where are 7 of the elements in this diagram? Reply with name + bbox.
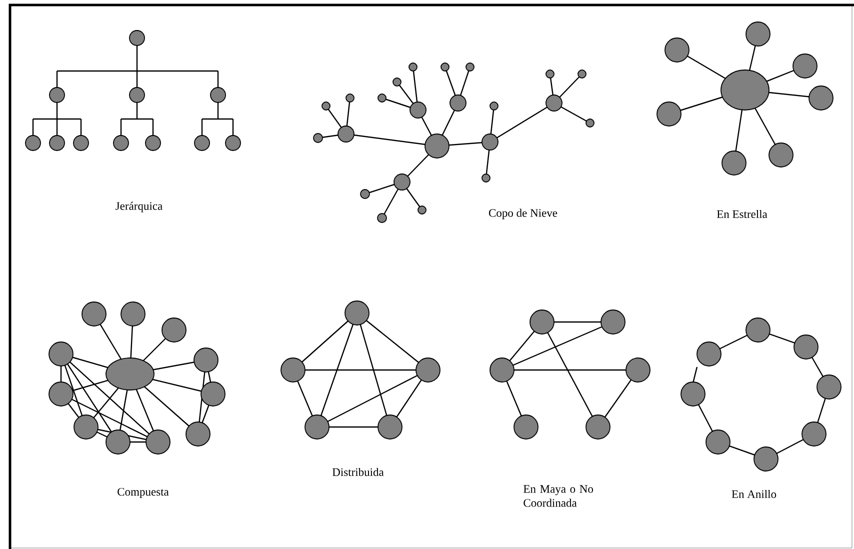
caption: Jerárquica: [116, 202, 162, 212]
caption: Distribuida: [332, 468, 384, 476]
caption: En Estrella: [716, 210, 768, 218]
caption: Compuesta: [118, 488, 169, 498]
caption: En Maya o No Coordinada: [524, 485, 594, 507]
caption: Copo de Nieve: [488, 208, 558, 220]
caption: En Anillo: [732, 490, 776, 498]
